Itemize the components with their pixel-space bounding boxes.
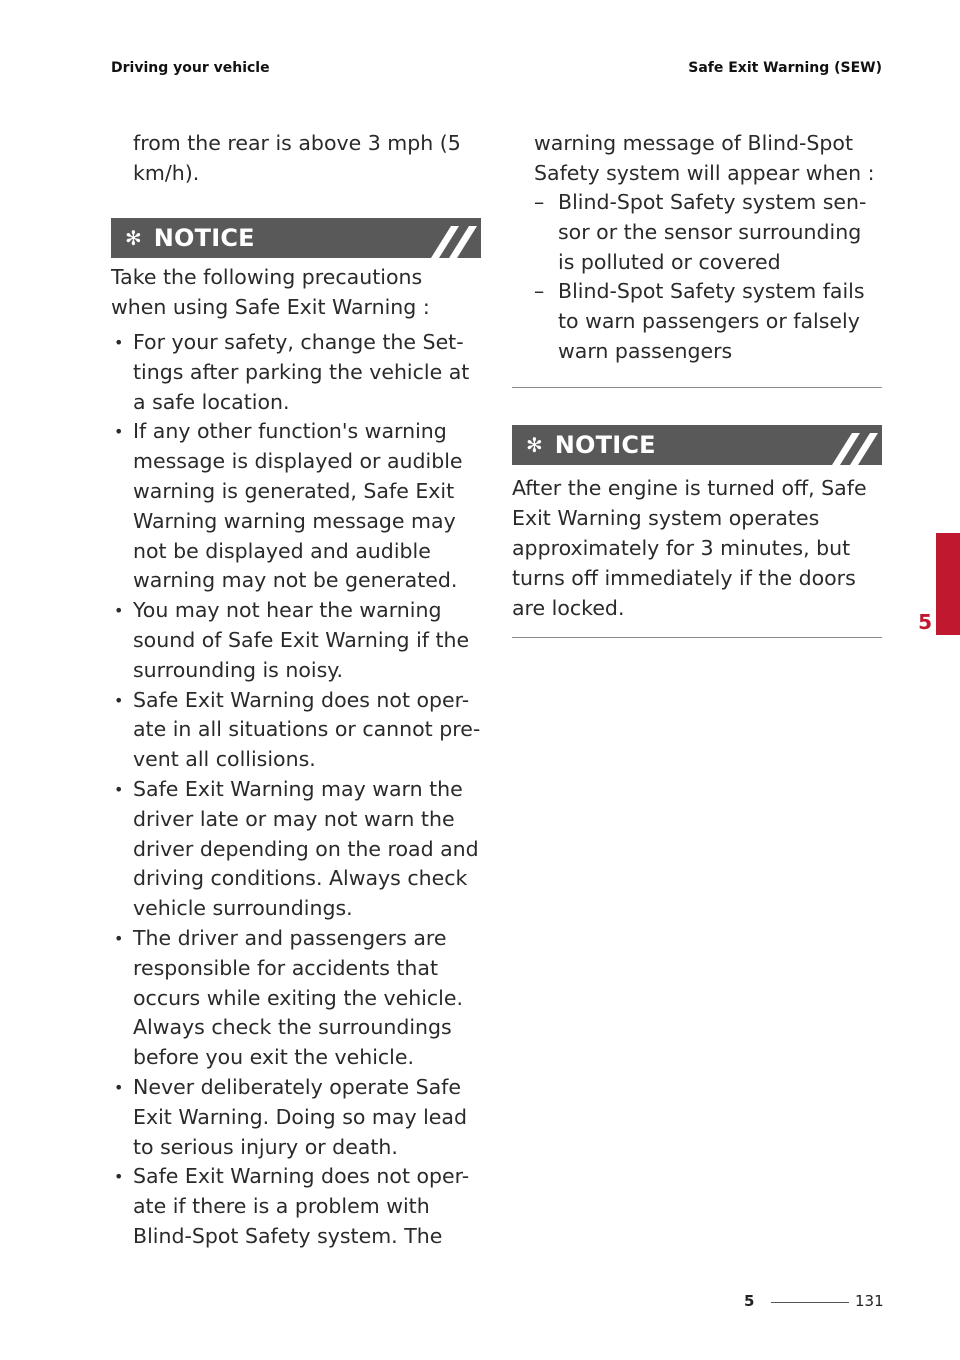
notice-body-line: After the engine is turned off, Safe bbox=[512, 475, 867, 500]
divider bbox=[512, 386, 882, 388]
notice-lead-line-1: Take the following precautions bbox=[111, 265, 423, 289]
conditions-list: Blind-Spot Safety system sen-sor or the … bbox=[512, 188, 882, 367]
asterisk-icon: ✻ bbox=[526, 432, 543, 457]
list-item: You may not hear the warning sound of Sa… bbox=[111, 596, 481, 685]
list-item: Blind-Spot Safety system fails to warn p… bbox=[512, 277, 882, 366]
list-item: Safe Exit Warning may warn the driver la… bbox=[111, 775, 481, 924]
running-header-section: Safe Exit Warning (SEW) bbox=[688, 60, 882, 76]
notice-body: After the engine is turned off, Safe Exi… bbox=[512, 473, 882, 623]
chapter-side-number: 5 bbox=[918, 610, 932, 634]
continuation-line-1: warning message of Blind-Spot bbox=[534, 131, 853, 155]
divider bbox=[512, 636, 882, 638]
footer-divider bbox=[771, 1302, 849, 1303]
page-number: 131 bbox=[855, 1292, 884, 1310]
list-item: Never deliberately operate Safe Exit War… bbox=[111, 1073, 481, 1162]
notice-banner: ✻ NOTICE bbox=[512, 424, 882, 465]
notice-body-line: Exit Warning system operates bbox=[512, 505, 820, 530]
list-item: If any other function's warning message … bbox=[111, 417, 481, 596]
chapter-side-tab bbox=[936, 533, 960, 635]
list-item: The driver and passengers are responsibl… bbox=[111, 924, 481, 1073]
notice-body-line: are locked. bbox=[512, 595, 625, 620]
double-slash-icon bbox=[421, 218, 481, 258]
notice-body-line: turns off immediately if the doors bbox=[512, 565, 856, 590]
notice-banner: ✻ NOTICE bbox=[111, 218, 481, 258]
left-column: from the rear is above 3 mph (5 km/h). ✻… bbox=[111, 128, 481, 1252]
notice-lead-line-2: when using Safe Exit Warning : bbox=[111, 295, 430, 319]
intro-line-2: km/h). bbox=[133, 161, 200, 185]
list-item: Safe Exit Warning does not oper-ate if t… bbox=[111, 1162, 481, 1251]
notice-body-line: approximately for 3 minutes, but bbox=[512, 535, 851, 560]
list-item: Blind-Spot Safety system sen-sor or the … bbox=[512, 188, 882, 277]
footer-chapter-number: 5 bbox=[744, 1292, 755, 1310]
double-slash-icon bbox=[822, 424, 882, 465]
precautions-list: For your safety, change the Set-tings af… bbox=[111, 328, 481, 1252]
right-column: warning message of Blind-Spot Safety sys… bbox=[512, 128, 882, 638]
intro-line-1: from the rear is above 3 mph (5 bbox=[133, 131, 461, 155]
notice-title: NOTICE bbox=[554, 430, 656, 459]
asterisk-icon: ✻ bbox=[125, 226, 142, 250]
list-item: Safe Exit Warning does not oper-ate in a… bbox=[111, 686, 481, 775]
running-header-chapter: Driving your vehicle bbox=[111, 60, 270, 76]
continuation-line-2: Safety system will appear when : bbox=[534, 161, 875, 185]
list-item: For your safety, change the Set-tings af… bbox=[111, 328, 481, 417]
notice-title: NOTICE bbox=[153, 224, 255, 252]
